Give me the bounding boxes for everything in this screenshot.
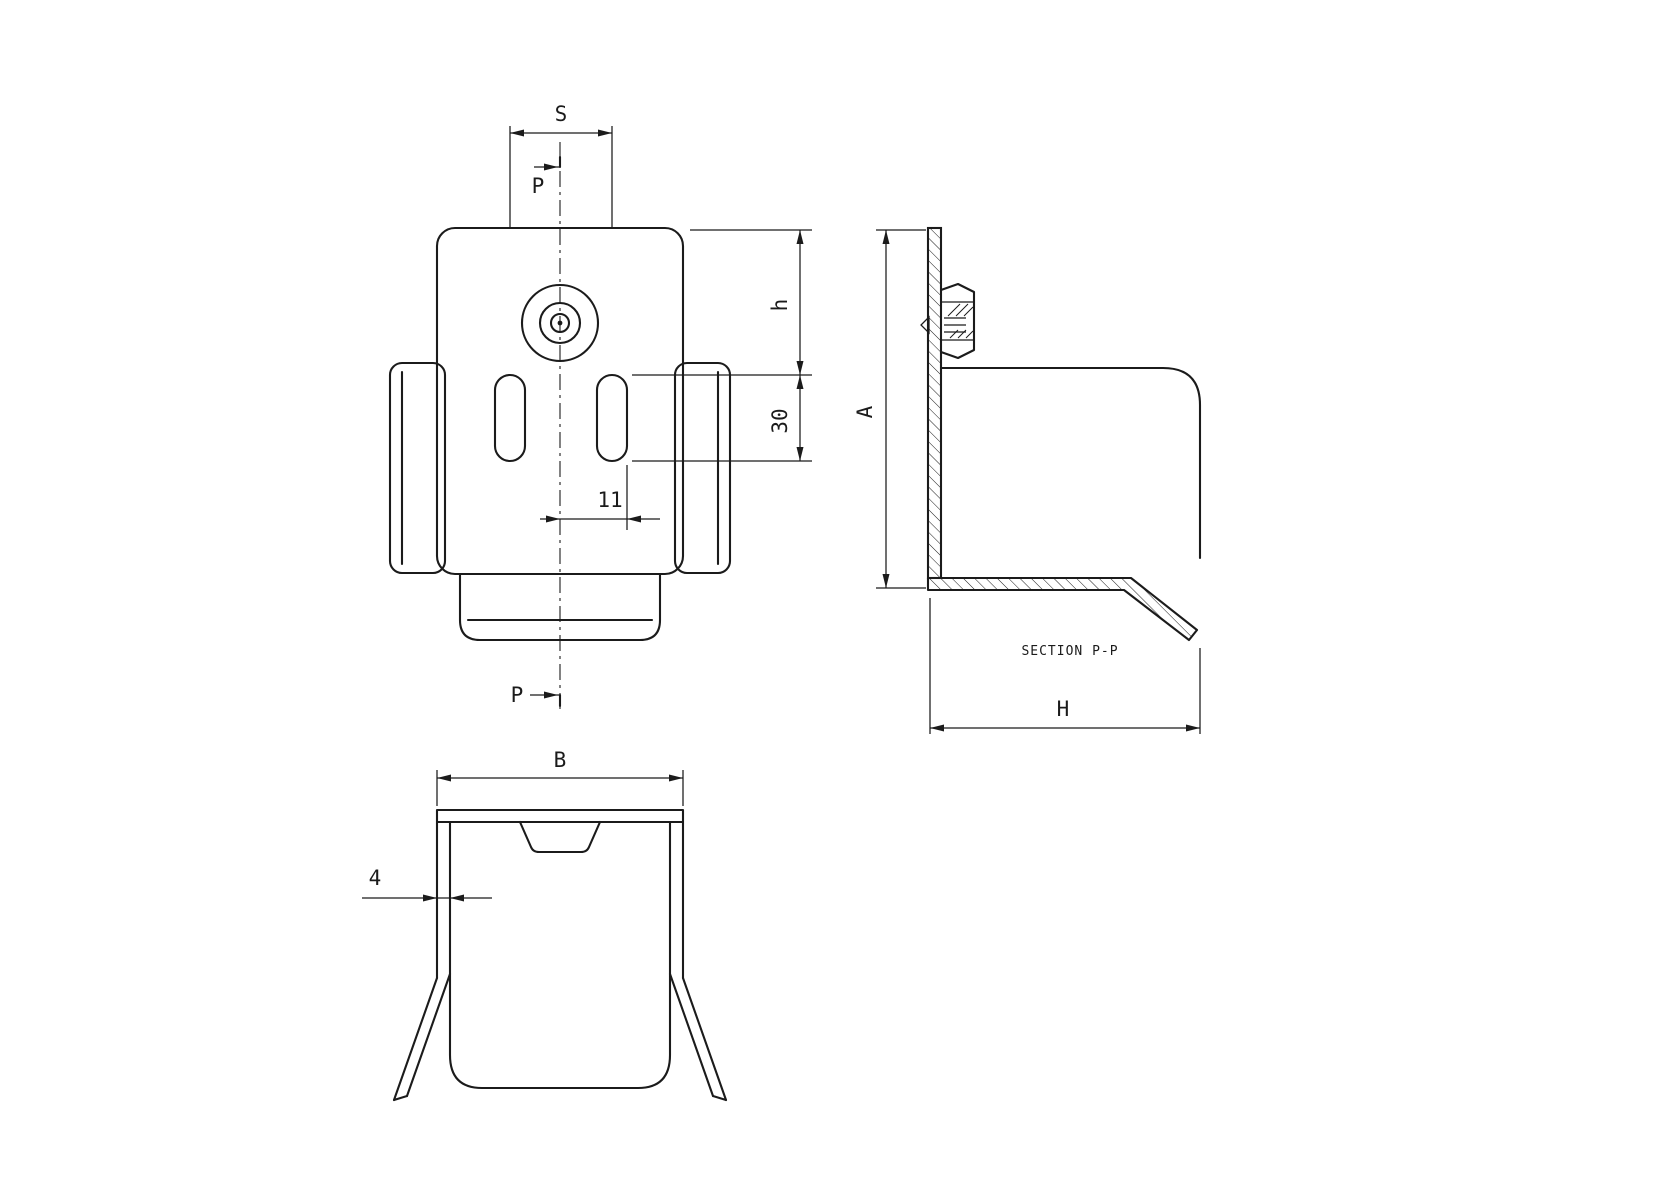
dim-30-label: 30 [768, 408, 792, 433]
dim-b-label: B [554, 748, 567, 772]
center-notch [518, 820, 602, 854]
dim-big-h-label: H [1057, 697, 1070, 721]
cut-p-bottom-label: P [511, 683, 524, 707]
slot-left [493, 373, 527, 463]
inner-channel [448, 820, 672, 1090]
dim-big-h: H [929, 598, 1201, 734]
flange-section [926, 576, 1199, 642]
left-wing [388, 361, 447, 575]
cut-plane-p-top: P [532, 155, 562, 198]
dim-11: 11 [540, 465, 660, 530]
cut-plane-p-bottom: P [511, 683, 562, 708]
right-leg [668, 972, 728, 1102]
dim-a: A [853, 229, 926, 589]
dim-s-label: S [555, 102, 568, 126]
body-outline [435, 226, 685, 576]
slot-right [595, 373, 629, 463]
screw-tip [920, 315, 930, 335]
dim-a-label: A [853, 405, 877, 418]
left-leg [392, 972, 452, 1102]
wall-section [926, 226, 943, 580]
dim-4-label: 4 [369, 866, 382, 890]
dim-h-and-30: h 30 [632, 229, 812, 462]
clip-nut [920, 282, 976, 360]
bottom-view: B 4 [362, 748, 728, 1102]
section-title: SECTION P-P [1021, 644, 1118, 659]
dim-4: 4 [362, 866, 492, 902]
dim-s: S [509, 102, 613, 228]
cut-p-top-label: P [532, 174, 545, 198]
right-wing [673, 361, 732, 575]
dim-11-label: 11 [597, 488, 622, 512]
dim-h-label: h [768, 299, 792, 312]
section-view: A SECTION P-P H [853, 226, 1202, 734]
front-view: S P P h 30 [388, 102, 812, 714]
dim-b: B [436, 748, 684, 806]
body-profile [939, 366, 1202, 560]
back-plate-edge [435, 808, 685, 824]
